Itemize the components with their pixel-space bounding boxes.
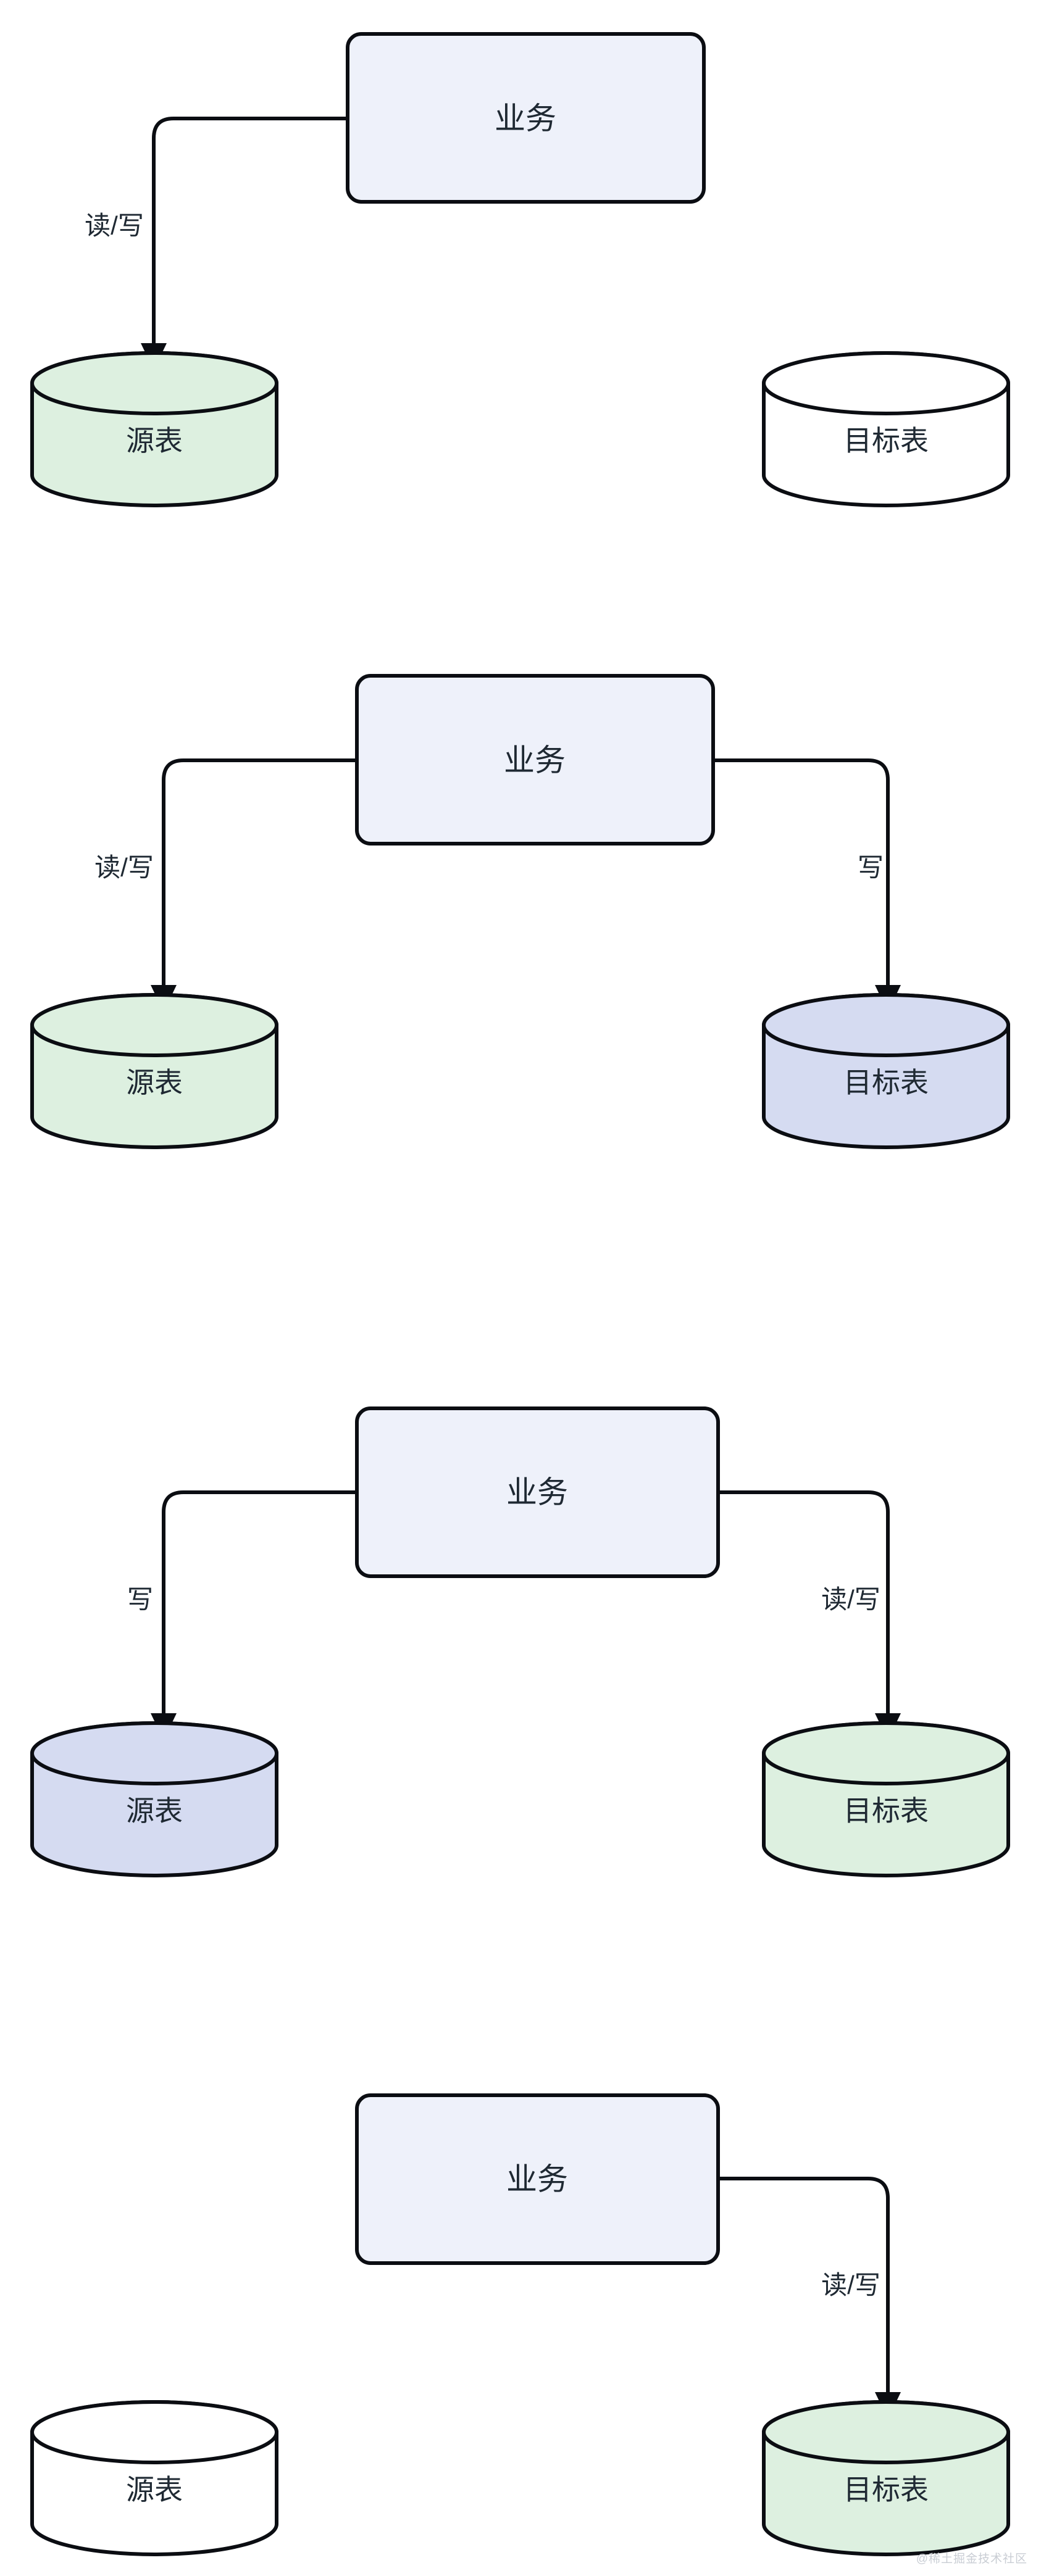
target-cylinder-top[interactable] bbox=[762, 1721, 1010, 1785]
business-label: 业务 bbox=[495, 101, 556, 136]
node-target-table[interactable]: 目标表 bbox=[762, 1721, 1010, 1877]
node-business[interactable]: 业务 bbox=[355, 2093, 720, 2265]
edge-label-write: 写 bbox=[858, 853, 884, 882]
edge-line bbox=[718, 1490, 890, 1716]
node-source-table[interactable]: 源表 bbox=[30, 2400, 278, 2556]
stage-4-panel: 业务 读/写 源表 目标表 bbox=[0, 1926, 1041, 2576]
stage-3-panel: 业务 写 读/写 源表 目标表 bbox=[0, 1271, 1041, 1926]
business-box[interactable] bbox=[355, 2093, 720, 2265]
node-business[interactable]: 业务 bbox=[355, 674, 715, 846]
target-table-label: 目标表 bbox=[843, 1066, 929, 1099]
node-target-table[interactable]: 目标表 bbox=[762, 2400, 1010, 2556]
edge-label-read-write: 读/写 bbox=[821, 1585, 880, 1614]
edge-business-to-source bbox=[151, 1490, 357, 1740]
business-box[interactable] bbox=[346, 32, 706, 204]
edge-label-read-write: 读/写 bbox=[94, 853, 154, 882]
source-table-label: 源表 bbox=[126, 425, 183, 457]
target-cylinder-top[interactable] bbox=[762, 351, 1010, 415]
edge-label-write: 写 bbox=[127, 1585, 153, 1614]
edge-label-read-write: 读/写 bbox=[85, 211, 144, 240]
node-target-table[interactable]: 目标表 bbox=[762, 351, 1010, 507]
source-cylinder-top[interactable] bbox=[30, 2400, 278, 2464]
business-box[interactable] bbox=[355, 1406, 720, 1578]
node-business[interactable]: 业务 bbox=[346, 32, 706, 204]
source-cylinder-top[interactable] bbox=[30, 351, 278, 415]
node-business[interactable]: 业务 bbox=[355, 1406, 720, 1578]
edge-business-to-target bbox=[718, 1490, 901, 1740]
edge-line bbox=[152, 117, 348, 346]
stage-2-panel: 业务 读/写 写 源表 目标表 bbox=[0, 617, 1041, 1271]
source-cylinder-top[interactable] bbox=[30, 1721, 278, 1785]
edge-line bbox=[162, 1490, 357, 1716]
business-box[interactable] bbox=[355, 674, 715, 846]
target-table-label: 目标表 bbox=[843, 1795, 929, 1827]
edge-business-to-source bbox=[151, 758, 357, 1012]
edge-line bbox=[718, 2177, 890, 2395]
edge-line bbox=[713, 758, 890, 987]
source-table-label: 源表 bbox=[126, 1795, 183, 1827]
target-cylinder-top[interactable] bbox=[762, 993, 1010, 1057]
source-table-label: 源表 bbox=[126, 2474, 183, 2506]
target-table-label: 目标表 bbox=[843, 425, 929, 457]
edge-line bbox=[162, 758, 357, 987]
edge-business-to-target bbox=[713, 758, 901, 1012]
business-label: 业务 bbox=[506, 1475, 568, 1510]
watermark: @稀土掘金技术社区 bbox=[916, 2553, 1027, 2566]
source-cylinder-top[interactable] bbox=[30, 993, 278, 1057]
target-table-label: 目标表 bbox=[843, 2474, 929, 2506]
business-label: 业务 bbox=[506, 2162, 568, 2196]
business-label: 业务 bbox=[504, 743, 566, 778]
node-source-table[interactable]: 源表 bbox=[30, 1721, 278, 1877]
node-target-table[interactable]: 目标表 bbox=[762, 993, 1010, 1149]
edge-label-read-write: 读/写 bbox=[821, 2271, 880, 2300]
target-cylinder-top[interactable] bbox=[762, 2400, 1010, 2464]
node-source-table[interactable]: 源表 bbox=[30, 993, 278, 1149]
edge-business-to-source bbox=[141, 117, 348, 370]
node-source-table[interactable]: 源表 bbox=[30, 351, 278, 507]
source-table-label: 源表 bbox=[126, 1066, 183, 1099]
stage-1-panel: 业务 读/写 源表 目标表 bbox=[0, 0, 1041, 617]
